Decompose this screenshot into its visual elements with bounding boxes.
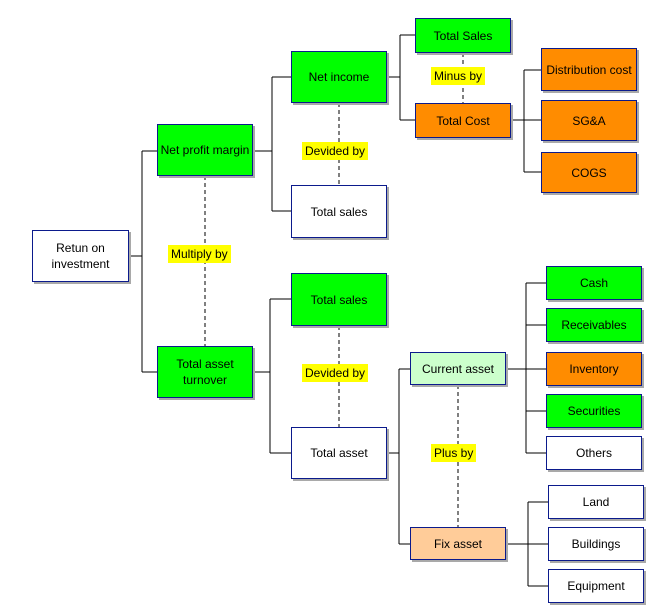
node-cash[interactable]: Cash — [546, 266, 642, 300]
node-net-income[interactable]: Net income — [291, 51, 387, 103]
operator-divided-by-lower: Devided by — [302, 364, 369, 382]
node-return-on-investment[interactable]: Retun on investment — [32, 230, 129, 282]
node-cogs[interactable]: COGS — [541, 152, 637, 193]
node-total-sales-upper[interactable]: Total sales — [291, 185, 387, 238]
node-inventory[interactable]: Inventory — [546, 352, 642, 386]
node-fix-asset[interactable]: Fix asset — [410, 527, 506, 560]
node-total-asset[interactable]: Total asset — [291, 427, 387, 479]
node-current-asset[interactable]: Current asset — [410, 352, 506, 385]
node-receivables[interactable]: Receivables — [546, 308, 642, 342]
node-sga[interactable]: SG&A — [541, 100, 637, 141]
operator-minus-by: Minus by — [431, 67, 486, 85]
node-land[interactable]: Land — [548, 485, 644, 519]
node-total-sales-lower[interactable]: Total sales — [291, 273, 387, 326]
node-total-asset-turnover[interactable]: Total asset turnover — [157, 346, 253, 398]
node-others[interactable]: Others — [546, 436, 642, 470]
node-net-profit-margin[interactable]: Net profit margin — [157, 124, 253, 176]
node-distribution-cost[interactable]: Distribution cost — [541, 48, 637, 91]
operator-divided-by-upper: Devided by — [302, 142, 369, 160]
operator-multiply-by: Multiply by — [168, 245, 231, 263]
node-securities[interactable]: Securities — [546, 394, 642, 428]
node-buildings[interactable]: Buildings — [548, 527, 644, 561]
operator-plus-by: Plus by — [431, 444, 477, 462]
node-total-cost[interactable]: Total Cost — [415, 103, 511, 138]
node-equipment[interactable]: Equipment — [548, 569, 644, 603]
node-total-sales-top[interactable]: Total Sales — [415, 18, 511, 53]
